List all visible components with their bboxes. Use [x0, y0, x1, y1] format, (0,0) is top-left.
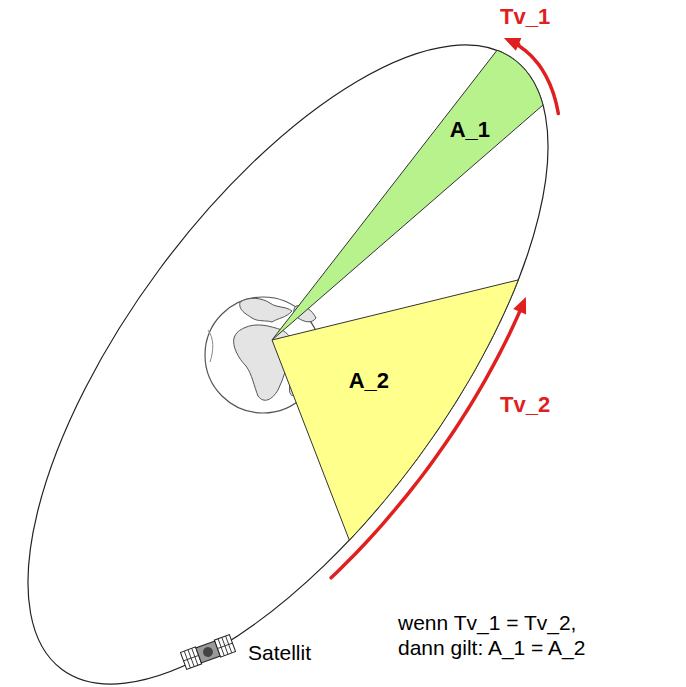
velocity-label: Tv_2	[500, 392, 550, 418]
orbit-ellipse	[0, 0, 643, 687]
globe-shading	[208, 330, 213, 362]
area-sector: A_2	[270, 277, 521, 543]
satellite-dish	[202, 646, 215, 659]
arrow-head	[504, 38, 522, 51]
satellite-body	[196, 641, 220, 663]
satellite-label: Satellit	[248, 640, 311, 665]
area-label: A_2	[349, 368, 389, 393]
europe-shape	[240, 298, 292, 322]
sector-outline	[270, 277, 521, 543]
satellite-icon	[180, 635, 235, 670]
sector-fill	[272, 280, 518, 540]
area-label: A_1	[450, 117, 490, 142]
velocity-label: Tv_1	[500, 4, 550, 30]
law-note: wenn Tv_1 = Tv_2, dann gilt: A_1 = A_2	[398, 610, 620, 660]
arrow-head	[513, 297, 526, 315]
